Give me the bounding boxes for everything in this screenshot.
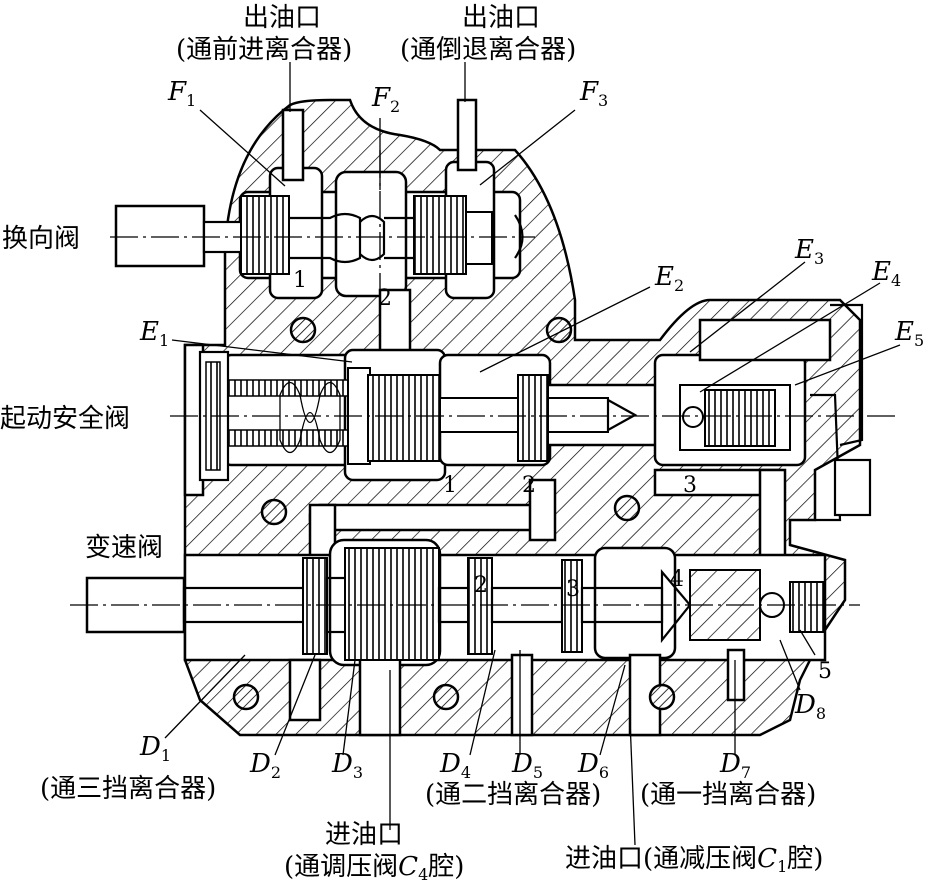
symbol-d2: D2 xyxy=(249,749,281,782)
outlet-reverse-title: 出油口 xyxy=(462,3,540,33)
symbol-e3: E3 xyxy=(794,235,824,268)
symbol-labels: F1 F2 F3 E1 E2 E3 E4 E5 D1 D2 D3 D4 D5 D… xyxy=(139,77,924,782)
symbol-d3: D3 xyxy=(331,749,363,782)
reversing-number-1: 1 xyxy=(293,268,307,293)
reversing-number-2: 2 xyxy=(378,286,392,311)
symbol-d7: D7 xyxy=(719,749,751,782)
start-safety-valve-label: 起动安全阀 xyxy=(0,404,130,434)
reversing-valve-label: 换向阀 xyxy=(2,224,80,254)
symbol-f1: F1 xyxy=(167,77,196,110)
screw-holes xyxy=(232,316,676,711)
safety-number-2: 2 xyxy=(522,473,536,498)
symbol-f2: F2 xyxy=(371,83,400,116)
outlet-forward-title: 出油口 xyxy=(243,3,321,33)
text-labels: 出油口 (通前进离合器) 出油口 (通倒退离合器) 换向阀 起动安全阀 变速阀 … xyxy=(0,3,823,884)
outlet-forward-sub: (通前进离合器) xyxy=(176,35,352,65)
symbol-d6: D6 xyxy=(577,749,609,782)
symbol-e5: E5 xyxy=(894,317,924,350)
symbol-e2: E2 xyxy=(654,262,684,295)
safety-number-3: 3 xyxy=(683,473,697,498)
speed-number-3: 3 xyxy=(566,577,580,602)
inlet-c4-sub: (通调压阀C4腔) xyxy=(284,852,464,884)
position-numbers: 1 2 1 2 3 2 3 4 5 xyxy=(293,268,832,684)
inlet-c1-label: 进油口(通减压阀C1腔) xyxy=(565,844,823,876)
leader-lines xyxy=(164,62,901,846)
outlet-reverse-sub: (通倒退离合器) xyxy=(400,35,576,65)
safety-number-1: 1 xyxy=(443,473,457,498)
symbol-d1: D1 xyxy=(139,732,171,765)
third-clutch-label: (通三挡离合器) xyxy=(40,774,216,804)
symbol-d5: D5 xyxy=(511,749,543,782)
speed-number-4: 4 xyxy=(670,567,684,592)
reversing-valve-spool xyxy=(114,195,524,275)
symbol-d8: D8 xyxy=(794,690,826,723)
symbol-e4: E4 xyxy=(871,257,901,290)
second-clutch-label: (通二挡离合器) xyxy=(425,780,601,810)
symbol-f3: F3 xyxy=(579,77,608,110)
start-safety-valve xyxy=(198,303,872,522)
symbol-d4: D4 xyxy=(439,749,471,782)
speed-number-5: 5 xyxy=(818,659,832,684)
speed-change-valve-label: 变速阀 xyxy=(85,533,163,563)
first-clutch-label: (通一挡离合器) xyxy=(640,780,816,810)
inlet-c4-title: 进油口 xyxy=(325,820,403,850)
symbol-e1: E1 xyxy=(139,317,169,350)
speed-number-2: 2 xyxy=(474,573,488,598)
